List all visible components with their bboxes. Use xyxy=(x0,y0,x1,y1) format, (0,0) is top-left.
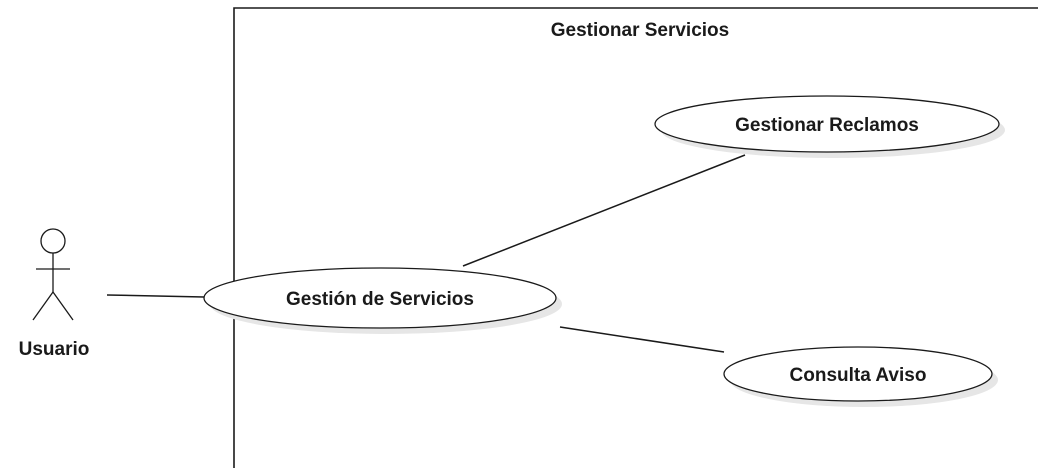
use-case-label: Consulta Aviso xyxy=(790,365,927,386)
actor-stick-figure-icon xyxy=(32,228,74,321)
use-case-label: Gestionar Reclamos xyxy=(735,115,919,136)
use-case-consulta-aviso[interactable]: Consulta Aviso xyxy=(723,346,998,407)
association-gestion-reclamos[interactable] xyxy=(462,154,746,267)
association-actor-gestion[interactable] xyxy=(106,294,205,298)
use-case-gestionar-reclamos[interactable]: Gestionar Reclamos xyxy=(654,95,1005,158)
actor-usuario[interactable]: Usuario xyxy=(19,228,90,360)
use-case-label: Gestión de Servicios xyxy=(286,289,474,310)
actor-label: Usuario xyxy=(19,339,90,360)
system-title: Gestionar Servicios xyxy=(551,20,729,41)
association-gestion-aviso[interactable] xyxy=(559,326,725,353)
use-case-gestion-de-servicios[interactable]: Gestión de Servicios xyxy=(203,267,562,334)
